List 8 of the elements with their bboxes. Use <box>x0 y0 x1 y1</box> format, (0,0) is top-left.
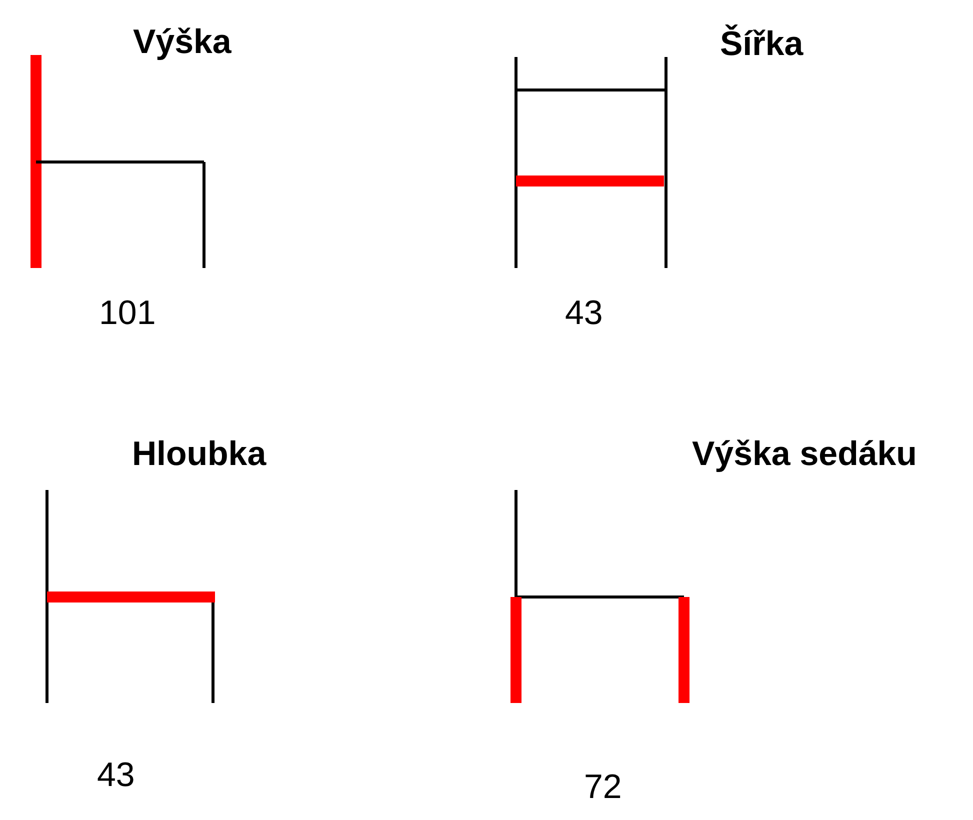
dimension-value: 43 <box>97 755 135 795</box>
dimension-title: Šířka <box>720 24 804 64</box>
dimension-title: Hloubka <box>132 434 266 474</box>
dimension-value: 43 <box>565 293 603 333</box>
dimension-value: 101 <box>99 293 156 333</box>
dimension-title: Výška sedáku <box>692 434 917 474</box>
dimension-title: Výška <box>133 22 232 62</box>
dimension-value: 72 <box>584 767 622 807</box>
